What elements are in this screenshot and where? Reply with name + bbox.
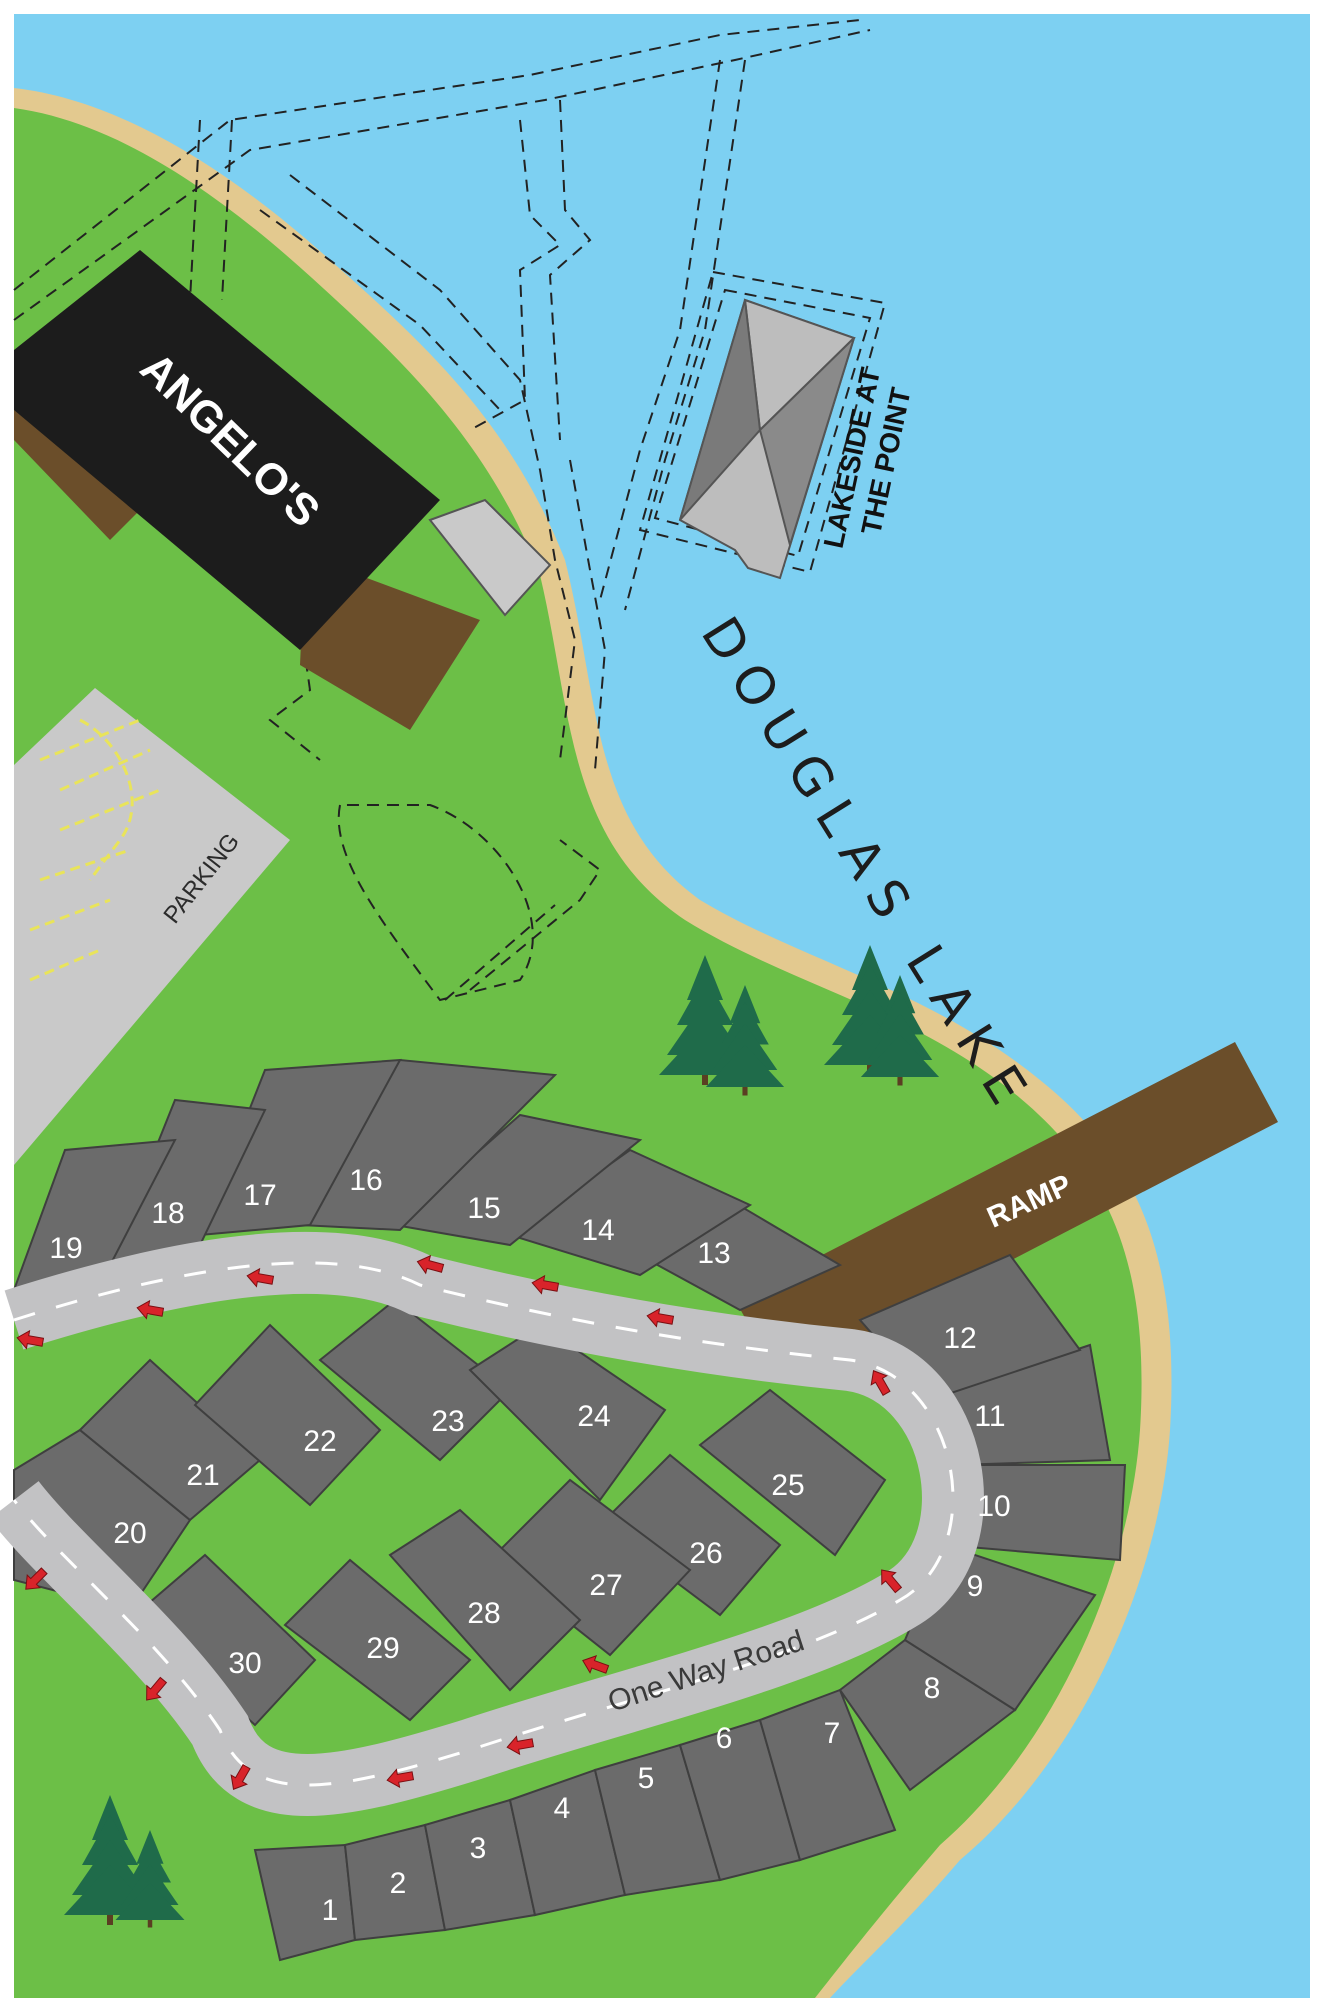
campsite-label-18: 18 xyxy=(151,1197,184,1230)
direction-arrow-icon xyxy=(582,1655,610,1674)
direction-arrow-icon xyxy=(246,1267,275,1288)
pine-tree-icon xyxy=(705,985,785,1096)
campsite-label-8: 8 xyxy=(924,1672,941,1705)
lakeside-at-the-point-building xyxy=(678,298,856,580)
campsite-label-29: 29 xyxy=(366,1632,399,1665)
campsite-label-12: 12 xyxy=(943,1322,976,1355)
campsite-label-15: 15 xyxy=(467,1192,500,1225)
campsite-label-19: 19 xyxy=(49,1232,82,1265)
campsite-25[interactable] xyxy=(698,1388,887,1557)
campsite-label-5: 5 xyxy=(638,1762,655,1795)
campsites xyxy=(12,1058,1127,1962)
campsite-label-3: 3 xyxy=(470,1832,487,1865)
dashed-paths xyxy=(13,19,887,1002)
campsite-label-11: 11 xyxy=(974,1400,1005,1433)
pine-tree-icon xyxy=(860,975,940,1086)
campsite-28[interactable] xyxy=(388,1508,582,1692)
direction-arrow-icon xyxy=(416,1254,445,1275)
campsite-24[interactable] xyxy=(468,1323,667,1502)
campsite-label-13: 13 xyxy=(697,1237,730,1270)
campsite-label-10: 10 xyxy=(977,1490,1010,1523)
campsite-label-17: 17 xyxy=(243,1179,276,1212)
direction-arrow-icon xyxy=(230,1764,251,1790)
direction-arrow-icon xyxy=(870,1370,891,1396)
campsite-label-26: 26 xyxy=(689,1537,722,1570)
campsite-label-27: 27 xyxy=(589,1569,622,1602)
direction-arrow-icon xyxy=(531,1274,560,1295)
direction-arrow-icon xyxy=(646,1307,675,1328)
dock-label: LAKESIDE AT THE POINT xyxy=(818,357,921,558)
direction-arrow-icon xyxy=(25,1567,48,1590)
one-way-road xyxy=(0,1231,984,1816)
direction-arrows xyxy=(16,1254,903,1790)
boat-ramp xyxy=(735,1042,1278,1380)
trees xyxy=(64,945,940,1928)
campsite-label-14: 14 xyxy=(581,1214,614,1247)
campsite-label-24: 24 xyxy=(577,1400,610,1433)
parking-lot xyxy=(14,688,290,1165)
direction-arrow-icon xyxy=(146,1676,168,1701)
campsite-label-28: 28 xyxy=(467,1597,500,1630)
campsite-26[interactable] xyxy=(598,1453,782,1617)
campsite-22[interactable] xyxy=(193,1323,382,1507)
campsite-label-2: 2 xyxy=(390,1867,407,1900)
direction-arrow-icon xyxy=(16,1329,45,1350)
direction-arrow-icon xyxy=(386,1768,415,1789)
campsite-label-23: 23 xyxy=(431,1405,464,1438)
campsite-label-6: 6 xyxy=(716,1722,733,1755)
campsite-label-20: 20 xyxy=(113,1517,146,1550)
campsite-label-16: 16 xyxy=(349,1164,382,1197)
campsite-label-22: 22 xyxy=(303,1425,336,1458)
campsite-label-21: 21 xyxy=(186,1459,219,1492)
campsite-label-4: 4 xyxy=(554,1792,571,1825)
campsite-7[interactable] xyxy=(758,1688,897,1862)
direction-arrow-icon xyxy=(136,1299,165,1320)
direction-arrow-icon xyxy=(881,1569,903,1594)
angelos-building xyxy=(14,250,552,730)
campsite-label-9: 9 xyxy=(967,1570,984,1603)
pine-tree-icon xyxy=(115,1830,185,1928)
campsite-label-1: 1 xyxy=(322,1894,339,1927)
campsite-label-25: 25 xyxy=(771,1469,804,1502)
campsite-label-30: 30 xyxy=(228,1647,261,1680)
campsite-29[interactable] xyxy=(283,1558,472,1722)
campsite-label-7: 7 xyxy=(824,1717,841,1750)
direction-arrow-icon xyxy=(506,1735,535,1756)
